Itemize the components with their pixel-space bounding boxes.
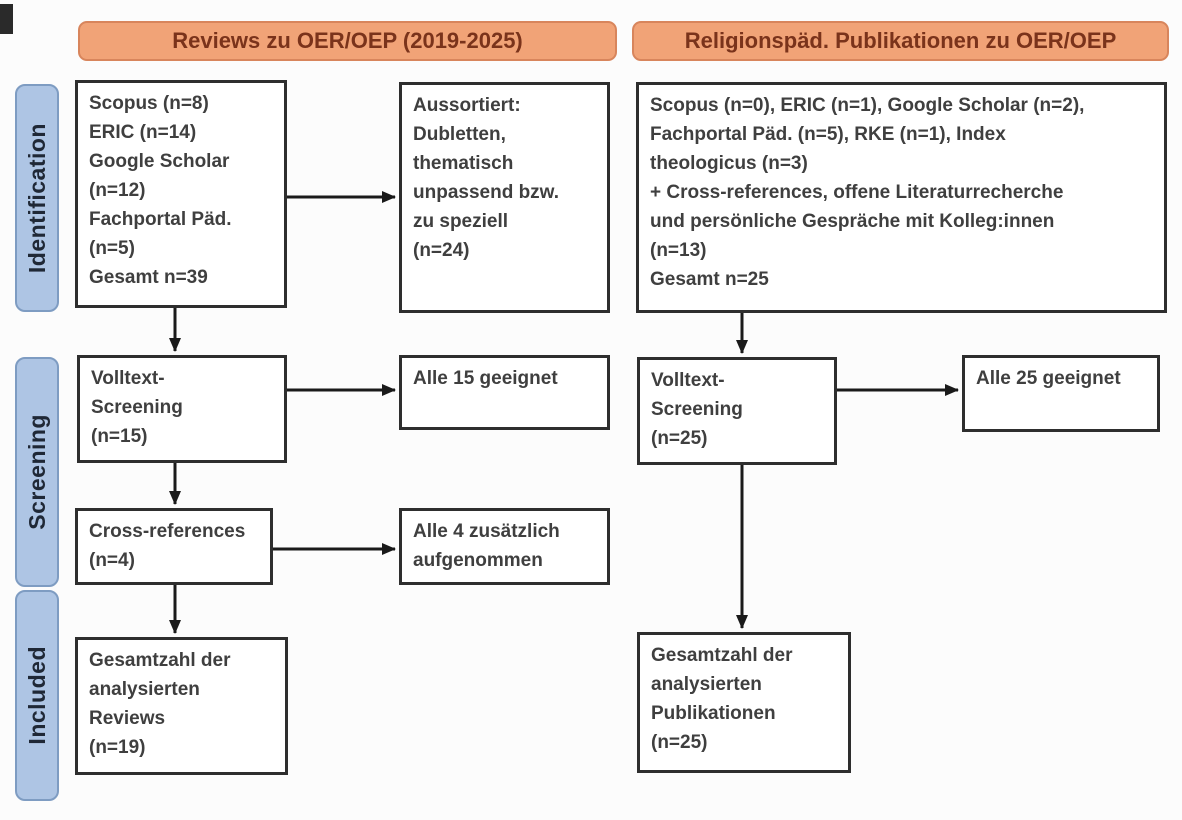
box-right-sources: Scopus (n=0), ERIC (n=1), Google Scholar… bbox=[636, 82, 1167, 313]
box-left-total-reviews: Gesamtzahl der analysierten Reviews (n=1… bbox=[75, 637, 288, 775]
stage-label-identification: Identification bbox=[15, 84, 59, 312]
box-left-fulltext-screening: Volltext- Screening (n=15) bbox=[77, 355, 287, 463]
stage-label-screening-text: Screening bbox=[23, 414, 50, 530]
box-right-all-suitable: Alle 25 geeignet bbox=[962, 355, 1160, 432]
box-left-cross-references: Cross-references (n=4) bbox=[75, 508, 273, 585]
stage-label-screening: Screening bbox=[15, 357, 59, 587]
box-left-all-suitable: Alle 15 geeignet bbox=[399, 355, 610, 430]
box-left-sources: Scopus (n=8) ERIC (n=14) Google Scholar … bbox=[75, 80, 287, 308]
column-header-religionspaed: Religionspäd. Publikationen zu OER/OEP bbox=[632, 21, 1169, 61]
box-right-total-publications: Gesamtzahl der analysierten Publikatione… bbox=[637, 632, 851, 773]
box-left-additional-included: Alle 4 zusätzlich aufgenommen bbox=[399, 508, 610, 585]
column-header-reviews: Reviews zu OER/OEP (2019-2025) bbox=[78, 21, 617, 61]
scan-artifact bbox=[0, 4, 13, 34]
box-right-fulltext-screening: Volltext- Screening (n=25) bbox=[637, 357, 837, 465]
stage-label-included: Included bbox=[15, 590, 59, 801]
box-left-excluded: Aussortiert: Dubletten, thematisch unpas… bbox=[399, 82, 610, 313]
stage-label-identification-text: Identification bbox=[23, 122, 50, 274]
stage-label-included-text: Included bbox=[23, 646, 50, 745]
